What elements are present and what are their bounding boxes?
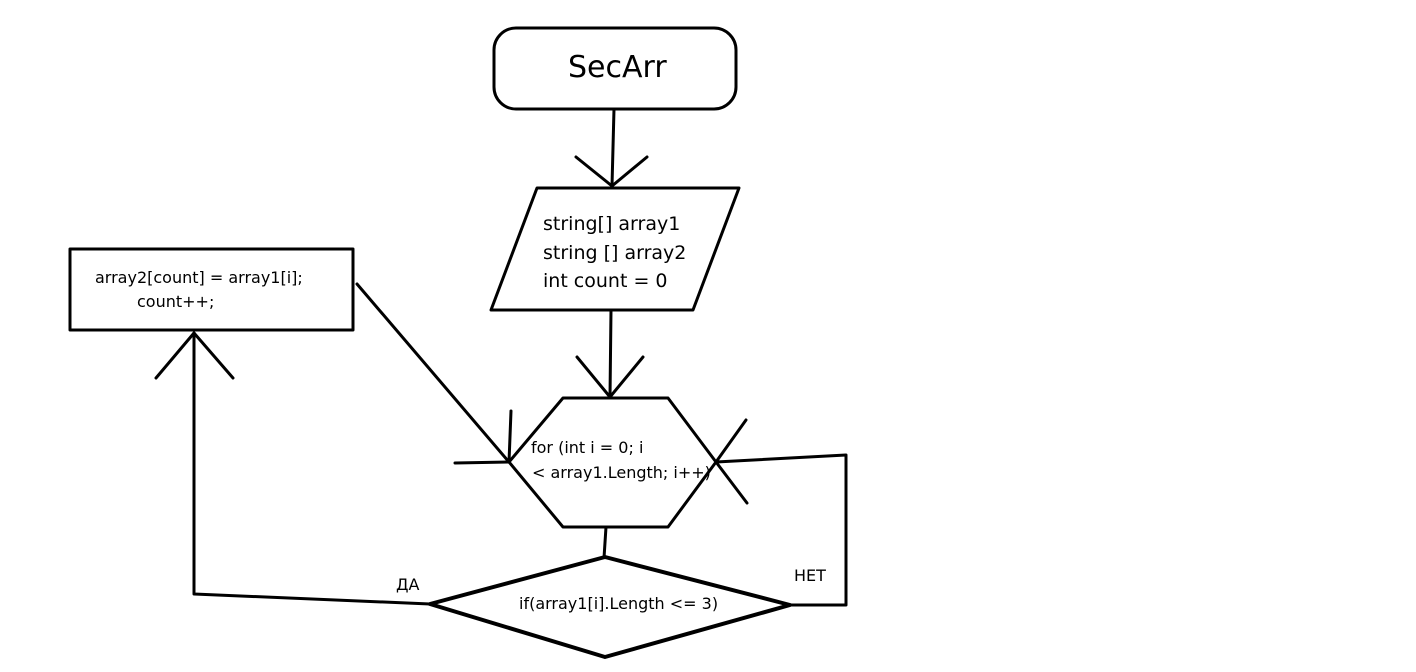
loop-entry-left-tick [453, 460, 511, 465]
yes-branch-label: ДА [396, 575, 420, 594]
connector-assignment-to-loop [355, 282, 511, 464]
arrowhead-declarations [574, 155, 649, 188]
arrowhead-assignment [154, 331, 235, 380]
declaration-line-1: string[] array1 [543, 213, 681, 235]
arrowhead-loop-left [507, 409, 513, 464]
arrowhead-loop-right [714, 418, 749, 505]
condition-label: if(array1[i].Length <= 3) [519, 594, 719, 613]
connector-loop-to-condition [602, 525, 608, 560]
declarations-parallelogram [489, 186, 741, 312]
assignment-process-box [68, 247, 355, 332]
loop-line-1: for (int i = 0; i [531, 438, 644, 457]
declaration-line-2: string [] array2 [543, 242, 687, 264]
connector-declarations-to-loop [608, 308, 613, 399]
loop-line-2: < array1.Length; i++) [532, 463, 711, 482]
condition-diamond [428, 555, 792, 659]
connector-start-to-declarations [610, 107, 616, 188]
no-branch-label: НЕТ [794, 566, 826, 585]
connector-no-branch [714, 453, 848, 607]
assignment-line-2: count++; [137, 292, 215, 311]
declaration-line-3: int count = 0 [543, 270, 668, 292]
connector-yes-branch [192, 331, 432, 606]
start-label: SecArr [568, 50, 667, 85]
assignment-line-1: array2[count] = array1[i]; [95, 268, 303, 287]
